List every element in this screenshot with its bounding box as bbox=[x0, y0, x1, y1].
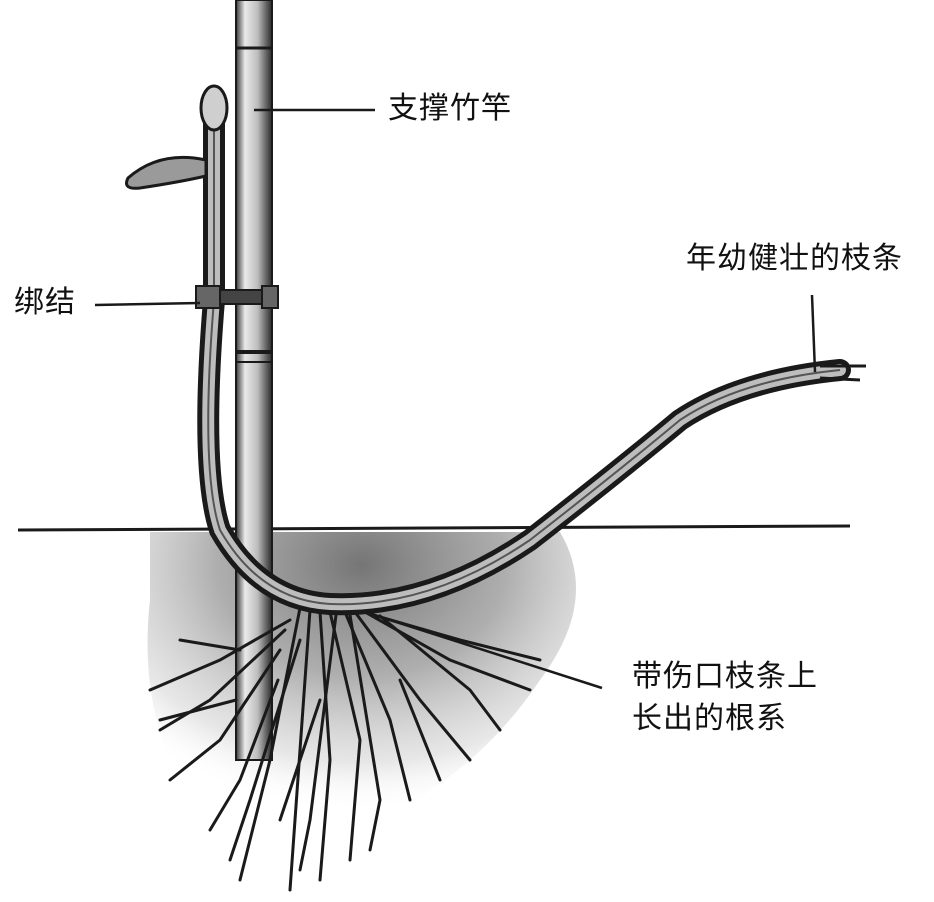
branch bbox=[125, 84, 866, 616]
roots bbox=[148, 606, 542, 892]
tie-binding bbox=[195, 285, 279, 309]
label-support-pole: 支撑竹竿 bbox=[388, 91, 512, 126]
leader-tie bbox=[94, 301, 201, 307]
label-young-branch: 年幼健壮的枝条 bbox=[686, 241, 903, 276]
soil-shading bbox=[147, 532, 576, 862]
label-tie: 绑结 bbox=[14, 285, 76, 320]
ground-line bbox=[17, 524, 851, 532]
bamboo-pole bbox=[235, 0, 273, 761]
leader-young-branch bbox=[810, 294, 817, 373]
leader-lines bbox=[94, 108, 817, 690]
label-roots-line1: 带伤口枝条上 bbox=[632, 659, 818, 694]
leader-roots bbox=[364, 610, 603, 690]
label-roots-line2: 长出的根系 bbox=[632, 701, 787, 736]
